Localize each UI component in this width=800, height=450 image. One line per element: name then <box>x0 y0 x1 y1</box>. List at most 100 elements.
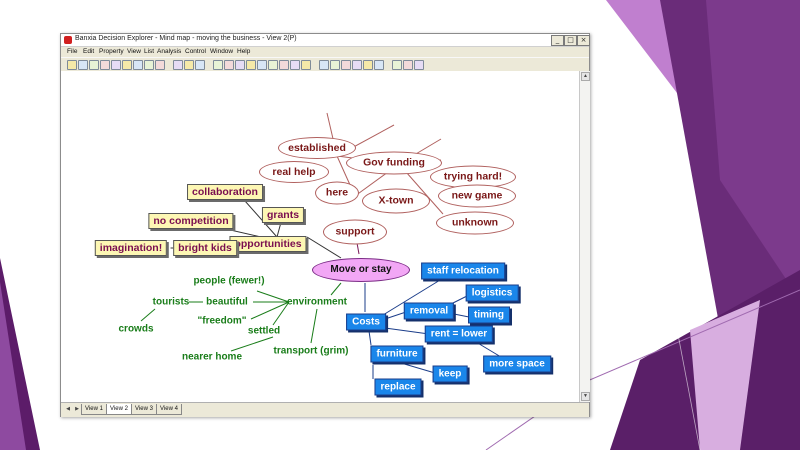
node-beautiful[interactable]: beautiful <box>206 296 248 308</box>
print-preview-icon[interactable] <box>122 60 132 70</box>
link-furniture-keep <box>400 362 436 374</box>
node-bright-kids[interactable]: bright kids <box>173 240 237 256</box>
arrow-icon[interactable] <box>257 60 267 70</box>
menu-file[interactable]: File <box>67 48 78 55</box>
link-env-central <box>330 282 342 296</box>
node-costs[interactable]: Costs <box>346 313 386 331</box>
node-more-space[interactable]: more space <box>483 355 551 373</box>
vertical-scrollbar[interactable]: ▲ ▼ <box>579 71 590 402</box>
grid-icon[interactable] <box>363 60 373 70</box>
list-icon[interactable] <box>352 60 362 70</box>
tab-scroll-left-icon[interactable]: ◀ <box>66 406 70 412</box>
view-icon[interactable] <box>301 60 311 70</box>
node-environment[interactable]: environment <box>286 296 348 308</box>
toolbar <box>61 57 589 72</box>
window-icon[interactable] <box>319 60 329 70</box>
tab-view-1[interactable]: View 1 <box>81 404 107 415</box>
scroll-up-icon[interactable]: ▲ <box>581 72 590 81</box>
link-env-people <box>256 290 290 303</box>
node-rent-lower[interactable]: rent = lower <box>424 325 494 343</box>
zoom-icon[interactable] <box>374 60 384 70</box>
node-nearer-home[interactable]: nearer home <box>181 351 243 363</box>
explore-icon[interactable] <box>235 60 245 70</box>
tool-icon[interactable] <box>268 60 278 70</box>
node-freedom[interactable]: "freedom" <box>197 315 247 327</box>
node-here[interactable]: here <box>315 181 359 205</box>
menu-analysis[interactable]: Analysis <box>157 48 182 55</box>
tab-view-3[interactable]: View 3 <box>131 404 157 415</box>
link-icon[interactable] <box>224 60 234 70</box>
node-people-fewer[interactable]: people (fewer!) <box>193 275 265 287</box>
undo-icon[interactable] <box>155 60 165 70</box>
cascade-icon[interactable] <box>341 60 351 70</box>
app-icon <box>64 36 72 44</box>
minimize-button[interactable]: _ <box>551 35 564 46</box>
node-move-or-stay[interactable]: Move or stay <box>312 258 410 282</box>
menu-edit[interactable]: Edit <box>83 48 95 55</box>
node-crowds[interactable]: crowds <box>118 323 154 335</box>
node-logistics[interactable]: logistics <box>465 284 519 302</box>
node-replace[interactable]: replace <box>374 378 422 396</box>
new-icon[interactable] <box>67 60 77 70</box>
paste-icon[interactable] <box>144 60 154 70</box>
node-x-town[interactable]: X-town <box>362 188 430 214</box>
node-established[interactable]: established <box>278 137 356 159</box>
deco-line-1 <box>577 289 800 386</box>
maximize-button[interactable]: □ <box>564 35 577 46</box>
menu-control[interactable]: Control <box>185 48 206 55</box>
pointer-icon[interactable] <box>173 60 183 70</box>
close-button[interactable]: × <box>577 35 590 46</box>
app-window: Banxia Decision Explorer - Mind map - mo… <box>60 33 590 417</box>
menu-window[interactable]: Window <box>210 48 234 55</box>
align-left-icon[interactable] <box>392 60 402 70</box>
node-collaboration[interactable]: collaboration <box>187 184 263 200</box>
align-center-icon[interactable] <box>403 60 413 70</box>
node-settled[interactable]: settled <box>247 325 281 337</box>
title-bar[interactable]: Banxia Decision Explorer - Mind map - mo… <box>61 34 590 47</box>
save-icon[interactable] <box>89 60 99 70</box>
node-furniture[interactable]: furniture <box>370 345 424 363</box>
node-new-game[interactable]: new game <box>438 184 516 208</box>
tile-icon[interactable] <box>330 60 340 70</box>
layout-icon[interactable] <box>195 60 205 70</box>
align-right-icon[interactable] <box>414 60 424 70</box>
scroll-down-icon[interactable]: ▼ <box>581 392 590 401</box>
link-env-transport <box>310 308 318 344</box>
link-opps-central <box>306 236 342 259</box>
menu-view[interactable]: View <box>127 48 141 55</box>
brush-icon[interactable] <box>279 60 289 70</box>
node-grants[interactable]: grants <box>261 207 305 223</box>
node-gov-funding[interactable]: Gov funding <box>346 151 442 175</box>
node-support[interactable]: support <box>323 219 387 245</box>
menu-property[interactable]: Property <box>99 48 124 55</box>
print-icon[interactable] <box>111 60 121 70</box>
map-icon[interactable] <box>184 60 194 70</box>
deco-right-light-band <box>690 300 760 450</box>
save-as-icon[interactable] <box>100 60 110 70</box>
node-tourists[interactable]: tourists <box>152 296 190 308</box>
node-keep[interactable]: keep <box>432 365 468 383</box>
node-imagination[interactable]: imagination! <box>94 240 168 256</box>
hash-icon[interactable] <box>213 60 223 70</box>
node-timing[interactable]: timing <box>468 306 510 324</box>
run-icon[interactable] <box>290 60 300 70</box>
node-unknown[interactable]: unknown <box>436 211 514 235</box>
sort-icon[interactable] <box>246 60 256 70</box>
node-no-competition[interactable]: no competition <box>148 213 234 229</box>
tab-view-4[interactable]: View 4 <box>156 404 182 415</box>
menu-help[interactable]: Help <box>237 48 251 55</box>
open-icon[interactable] <box>78 60 88 70</box>
tab-view-2[interactable]: View 2 <box>106 404 132 415</box>
menu-list[interactable]: List <box>144 48 155 55</box>
node-real-help[interactable]: real help <box>259 161 329 183</box>
node-staff-relocation[interactable]: staff relocation <box>421 262 505 280</box>
node-separator: – <box>170 243 176 254</box>
window-title: Banxia Decision Explorer - Mind map - mo… <box>75 35 297 42</box>
node-removal[interactable]: removal <box>403 302 455 320</box>
node-transport[interactable]: transport (grim) <box>273 345 349 357</box>
node-opportunities[interactable]: opportunities <box>229 236 307 252</box>
copy-icon[interactable] <box>133 60 143 70</box>
link-costs-staff <box>382 276 446 316</box>
tab-scroll-right-icon[interactable]: ▶ <box>75 406 79 412</box>
mind-map-canvas[interactable]: established real help Gov funding trying… <box>61 71 579 402</box>
